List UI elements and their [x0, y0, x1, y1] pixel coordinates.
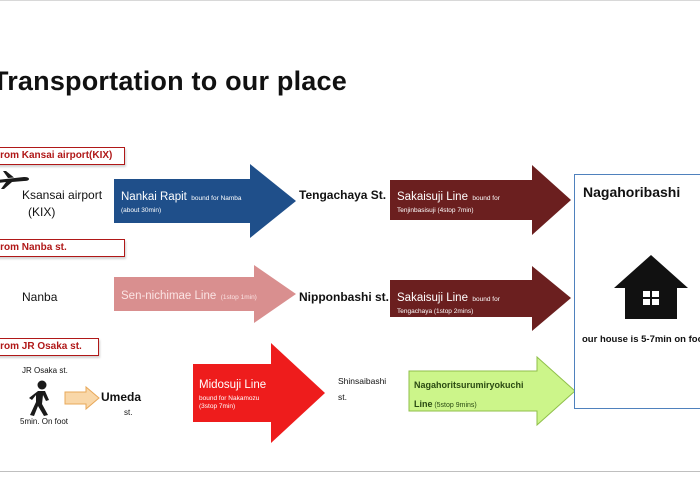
sakaisuji-direction-2: bound for — [472, 296, 500, 303]
walk-arrow — [64, 385, 100, 411]
sakaisuji-time-2: Tengachaya (1stop 2mins) — [397, 308, 474, 315]
nankai-rapit-line: Nankai Rapit — [121, 191, 187, 203]
midosuji-line: Midosuji Line — [199, 379, 267, 391]
nankai-rapit-direction: bound for Namba — [191, 195, 242, 202]
shinsaibashi-st-suffix: st. — [338, 392, 347, 402]
house-icon — [613, 254, 689, 320]
nankai-rapit-time: (about 30min) — [121, 207, 162, 214]
page-title: Transportation to our place — [0, 66, 347, 96]
jr-osaka-station-label: JR Osaka st. — [22, 366, 68, 375]
sakaisuji-arrow-1: Sakaisuji Line bound for Tenjinbasisuji … — [390, 165, 571, 235]
top-divider — [0, 0, 700, 1]
house-walk-note: our house is 5-7min on foot — [582, 334, 700, 345]
sakaisuji-direction-1: bound for — [472, 195, 500, 202]
destination-title: Nagahoribashi — [583, 184, 681, 200]
umeda-st-suffix: st. — [124, 408, 133, 417]
origin-namba: Nanba — [22, 290, 58, 304]
nankai-rapit-arrow: Nankai Rapit bound for Namba (about 30mi… — [114, 164, 296, 238]
airplane-icon — [0, 168, 30, 190]
transfer-nipponbashi: Nipponbashi st. — [299, 290, 389, 304]
from-jr-osaka-label: From JR Osaka st. — [0, 338, 99, 356]
sakaisuji-line-2: Sakaisuji Line — [397, 292, 468, 304]
umeda-station: Umeda — [101, 390, 142, 404]
walking-person-icon — [24, 380, 56, 416]
sen-nichimae-line: Sen-nichimae Line — [121, 290, 217, 302]
nagahori-line-arrow: Nagahoritsurumiryokuchi Line (5stop 9min… — [408, 355, 576, 427]
midosuji-arrow: Midosuji Line bound for Nakamozu (3stop … — [193, 343, 325, 443]
sakaisuji-line-1: Sakaisuji Line — [397, 191, 468, 203]
from-kix-label: From Kansai airport(KIX) — [0, 147, 125, 165]
transfer-tengachaya: Tengachaya St. — [299, 188, 387, 202]
sen-nichimae-arrow: Sen-nichimae Line (1stop 1min) — [114, 265, 296, 323]
midosuji-time: (3stop 7min) — [199, 403, 236, 410]
nagahori-line-suffix: Line — [414, 399, 433, 409]
sakaisuji-arrow-2: Sakaisuji Line bound for Tengachaya (1st… — [390, 266, 571, 331]
bottom-divider — [0, 471, 700, 472]
walk-time-note: 5min. On foot — [20, 417, 69, 426]
origin-kix-line2: (KIX) — [28, 205, 56, 219]
midosuji-direction: bound for Nakamozu — [199, 395, 260, 402]
sen-nichimae-time: (1stop 1min) — [220, 294, 257, 301]
from-namba-label: From Nanba st. — [0, 239, 125, 257]
origin-kix-line1: Ksansai airport — [22, 188, 103, 202]
nagahori-line-time: (5stop 9mins) — [434, 402, 477, 409]
transfer-shinsaibashi: Shinsaibashi — [338, 376, 387, 386]
sakaisuji-time-1: Tenjinbasisuji (4stop 7min) — [397, 207, 474, 214]
nagahori-line-name: Nagahoritsurumiryokuchi — [414, 380, 524, 390]
